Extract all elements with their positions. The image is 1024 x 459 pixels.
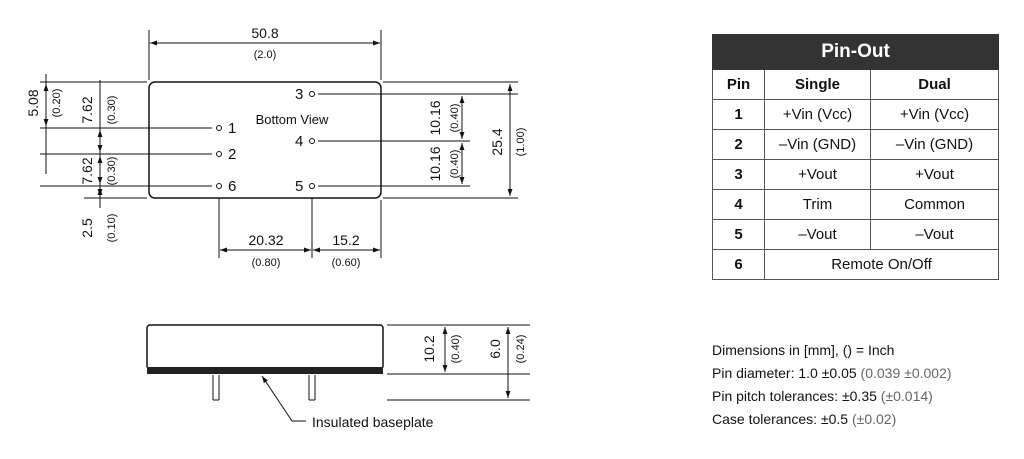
- pin-3-label: 3: [295, 86, 303, 103]
- pinout-title-row: Pin-Out: [712, 34, 999, 70]
- dimension-notes: Dimensions in [mm], () = Inch Pin diamet…: [712, 339, 952, 431]
- dim-15-2-in: (0.60): [332, 257, 361, 269]
- pin-number: 3: [712, 159, 765, 190]
- pin-1-label: 1: [228, 120, 236, 137]
- dim-10-16-a-mm: 10.16: [427, 100, 443, 135]
- dim-10-16-a-in: (0.40): [449, 104, 461, 133]
- dim-6-0-in: (0.24): [515, 335, 527, 364]
- table-row: 1 +Vin (Vcc) +Vin (Vcc): [712, 99, 999, 130]
- dim-20-32-mm: 20.32: [248, 232, 283, 248]
- pinout-header-row: Pin Single Dual: [712, 69, 999, 100]
- table-row: 2 –Vin (GND) –Vin (GND): [712, 129, 999, 160]
- pin-5-marker: [309, 183, 315, 189]
- header-dual: Dual: [870, 69, 999, 100]
- insulated-baseplate-label: Insulated baseplate: [312, 414, 434, 430]
- note-pin-diameter-mm: Pin diameter: 1.0 ±0.05: [712, 365, 857, 381]
- dim-7-62-a-mm: 7.62: [79, 96, 95, 123]
- note-case-tolerance: Case tolerances: ±0.5 (±0.02): [712, 408, 952, 431]
- header-pin: Pin: [712, 69, 765, 100]
- dim-6-0-mm: 6.0: [487, 339, 503, 359]
- pin-6-marker: [216, 183, 222, 189]
- dim-10-2-in: (0.40): [450, 335, 462, 364]
- pinout-table: Pin-Out Pin Single Dual 1 +Vin (Vcc) +Vi…: [712, 34, 999, 280]
- note-case-tolerance-in: (±0.02): [851, 411, 897, 427]
- dim-2-5-in: (0.10): [106, 214, 118, 243]
- dual-function: –Vin (GND): [870, 129, 999, 160]
- pin-2-label: 2: [228, 146, 236, 163]
- merged-function: Remote On/Off: [764, 249, 999, 280]
- dim-7-62-b-mm: 7.62: [79, 157, 95, 184]
- note-case-tolerance-mm: Case tolerances: ±0.5: [712, 411, 849, 427]
- dual-function: +Vout: [870, 159, 999, 190]
- table-row: 3 +Vout +Vout: [712, 159, 999, 190]
- pin-number: 6: [712, 249, 765, 280]
- table-row: 5 –Vout –Vout: [712, 219, 999, 250]
- dim-10-16-b-in: (0.40): [449, 150, 461, 179]
- pin-number: 5: [712, 219, 765, 250]
- single-function: +Vout: [764, 159, 871, 190]
- pin-number: 4: [712, 189, 765, 220]
- single-function: –Vin (GND): [764, 129, 871, 160]
- note-pin-diameter-in: (0.039 ±0.002): [860, 365, 952, 381]
- note-pin-pitch-in: (±0.014): [880, 388, 933, 404]
- pin-2-marker: [216, 151, 222, 157]
- mechanical-drawing: 50.8 (2.0) 5.08 (0.20) 7.62 (0.30) 7.62 …: [25, 25, 530, 430]
- insulated-baseplate: [147, 367, 383, 374]
- dim-25-4-mm: 25.4: [489, 128, 505, 155]
- note-pin-pitch-mm: Pin pitch tolerances: ±0.35: [712, 388, 877, 404]
- dim-width-mm: 50.8: [251, 25, 278, 41]
- bottom-view-label: Bottom View: [256, 112, 329, 127]
- note-pin-diameter: Pin diameter: 1.0 ±0.05 (0.039 ±0.002): [712, 362, 952, 385]
- dim-15-2-mm: 15.2: [332, 232, 359, 248]
- pin-4-marker: [309, 138, 315, 144]
- note-pin-pitch: Pin pitch tolerances: ±0.35 (±0.014): [712, 385, 952, 408]
- pin-5-label: 5: [295, 178, 303, 195]
- dim-width-in: (2.0): [254, 49, 277, 61]
- dim-7-62-a-in: (0.30): [106, 96, 118, 125]
- package-outline-bottom-view: [148, 81, 382, 199]
- dim-20-32-in: (0.80): [252, 257, 281, 269]
- dim-10-16-b-mm: 10.16: [427, 146, 443, 181]
- table-row: 4 Trim Common: [712, 189, 999, 220]
- baseplate-leader: [261, 375, 306, 422]
- dim-2-5-mm: 2.5: [79, 218, 95, 238]
- pin-6-label: 6: [228, 178, 236, 195]
- pin-1-marker: [216, 125, 222, 131]
- single-function: Trim: [764, 189, 871, 220]
- dim-25-4-in: (1.00): [515, 128, 527, 157]
- note-units: Dimensions in [mm], () = Inch: [712, 342, 895, 358]
- dim-7-62-b-in: (0.30): [106, 157, 118, 186]
- dim-5-08-mm: 5.08: [25, 89, 41, 116]
- package-outline-side-view: [146, 324, 384, 370]
- table-row: 6 Remote On/Off: [712, 249, 999, 280]
- single-function: –Vout: [764, 219, 871, 250]
- dual-function: Common: [870, 189, 999, 220]
- pin-4-label: 4: [295, 133, 303, 150]
- dual-function: +Vin (Vcc): [870, 99, 999, 130]
- pin-number: 1: [712, 99, 765, 130]
- dual-function: –Vout: [870, 219, 999, 250]
- dim-5-08-in: (0.20): [51, 89, 63, 118]
- single-function: +Vin (Vcc): [764, 99, 871, 130]
- pinout-title: Pin-Out: [712, 34, 999, 70]
- pin-number: 2: [712, 129, 765, 160]
- header-single: Single: [764, 69, 871, 100]
- dim-10-2-mm: 10.2: [421, 335, 437, 362]
- pin-3-marker: [309, 91, 315, 97]
